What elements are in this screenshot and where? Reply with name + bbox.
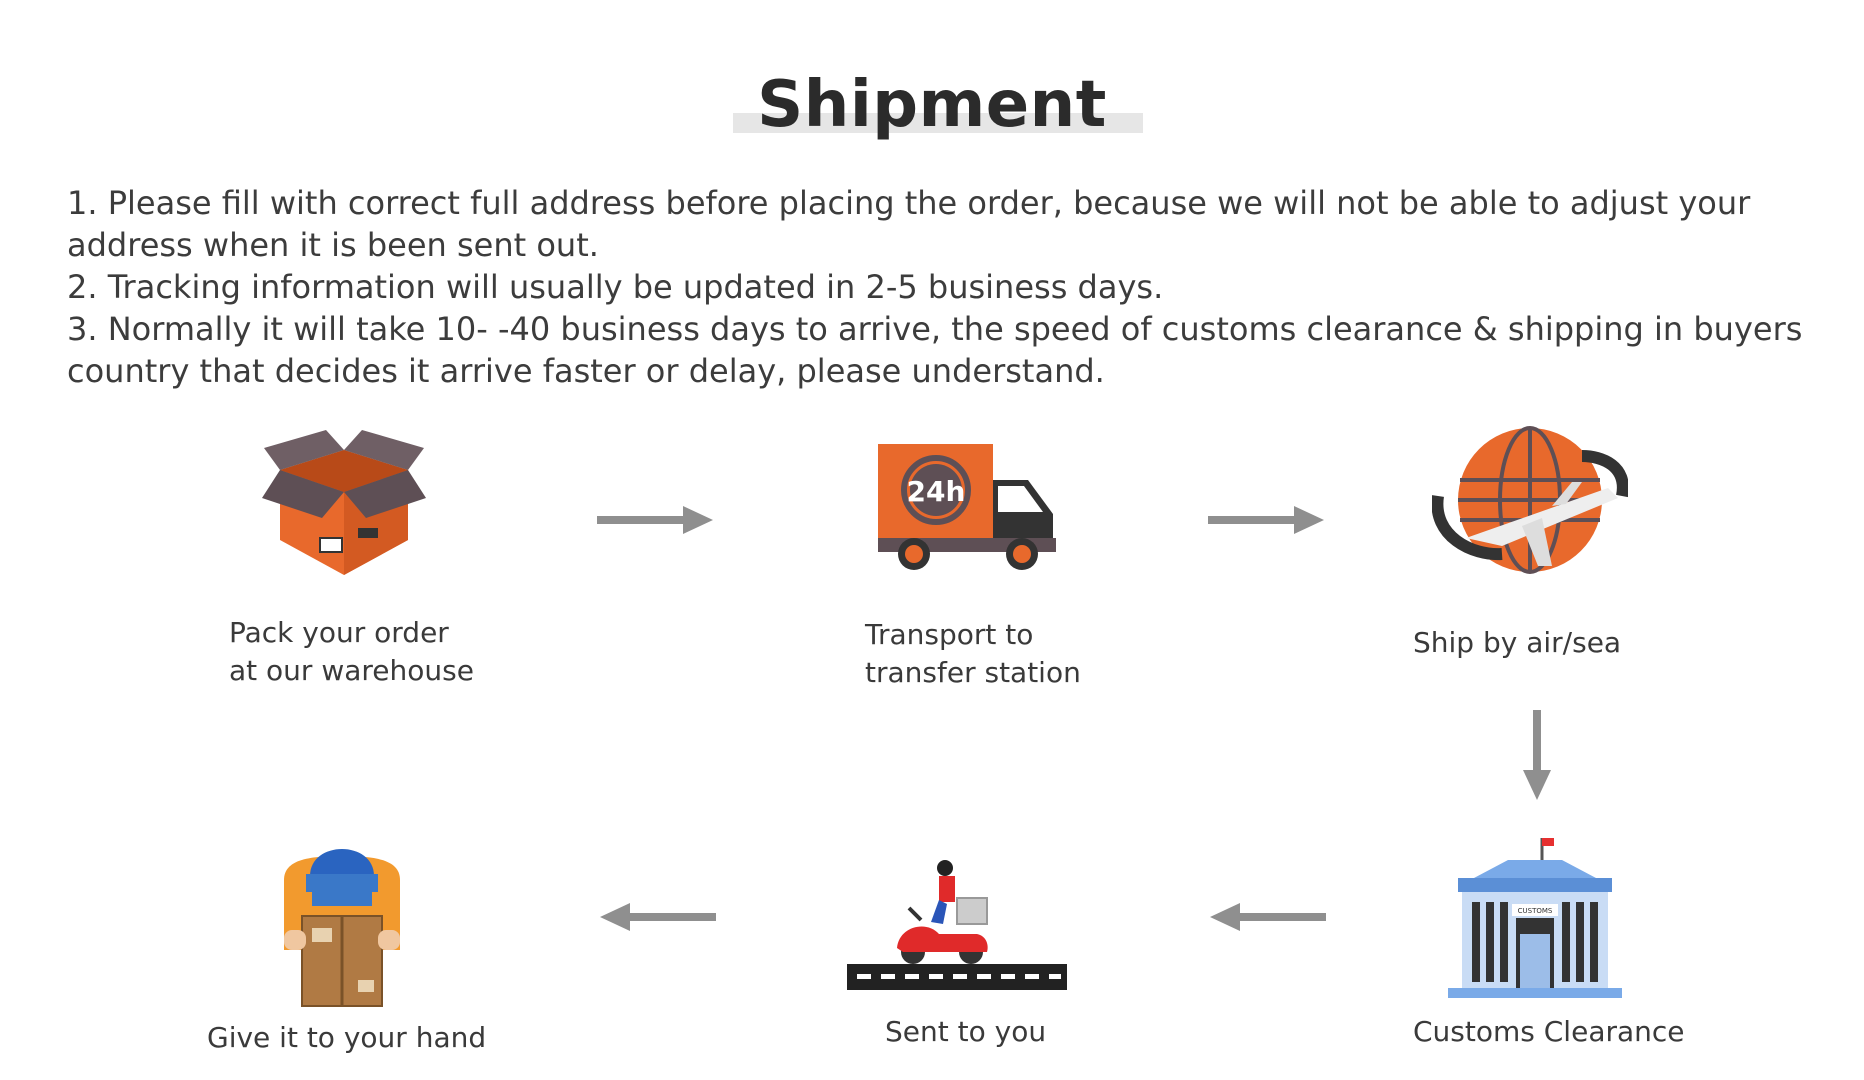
note-1: 1. Please fill with correct full address…: [67, 184, 1751, 264]
globe-plane-icon: [1432, 426, 1628, 574]
shipment-notes: 1. Please fill with correct full address…: [67, 182, 1827, 392]
step-give-label: Give it to your hand: [207, 1021, 487, 1054]
title-block: Shipment: [0, 62, 1864, 152]
note-3: 3. Normally it will take 10- -40 busines…: [67, 310, 1803, 390]
page-title: Shipment: [757, 68, 1107, 142]
scooter-courier-icon: [847, 860, 1067, 990]
note-2: 2. Tracking information will usually be …: [67, 268, 1164, 306]
step-pack-label: Pack your order at our warehouse: [229, 616, 474, 687]
arrow-down-icon: [1523, 710, 1551, 800]
truck-icon: 24h: [878, 444, 1056, 570]
box-icon: [262, 430, 426, 575]
arrow-right-icon: [597, 506, 713, 534]
title-underline: [733, 113, 1143, 133]
customs-building-icon: CUSTOMS: [1448, 838, 1622, 998]
step-sent-label: Sent to you: [885, 1015, 1047, 1048]
step-ship-label: Ship by air/sea: [1413, 626, 1622, 659]
arrow-left-icon: [1210, 903, 1326, 931]
courier-with-box-icon: [284, 849, 400, 1007]
truck-24h-badge: 24h: [907, 475, 966, 508]
arrow-right-icon: [1208, 506, 1324, 534]
arrow-left-icon: [600, 903, 716, 931]
step-transport-label: Transport to transfer station: [865, 618, 1081, 689]
customs-sign: CUSTOMS: [1518, 907, 1553, 915]
step-customs-label: Customs Clearance: [1413, 1015, 1685, 1048]
